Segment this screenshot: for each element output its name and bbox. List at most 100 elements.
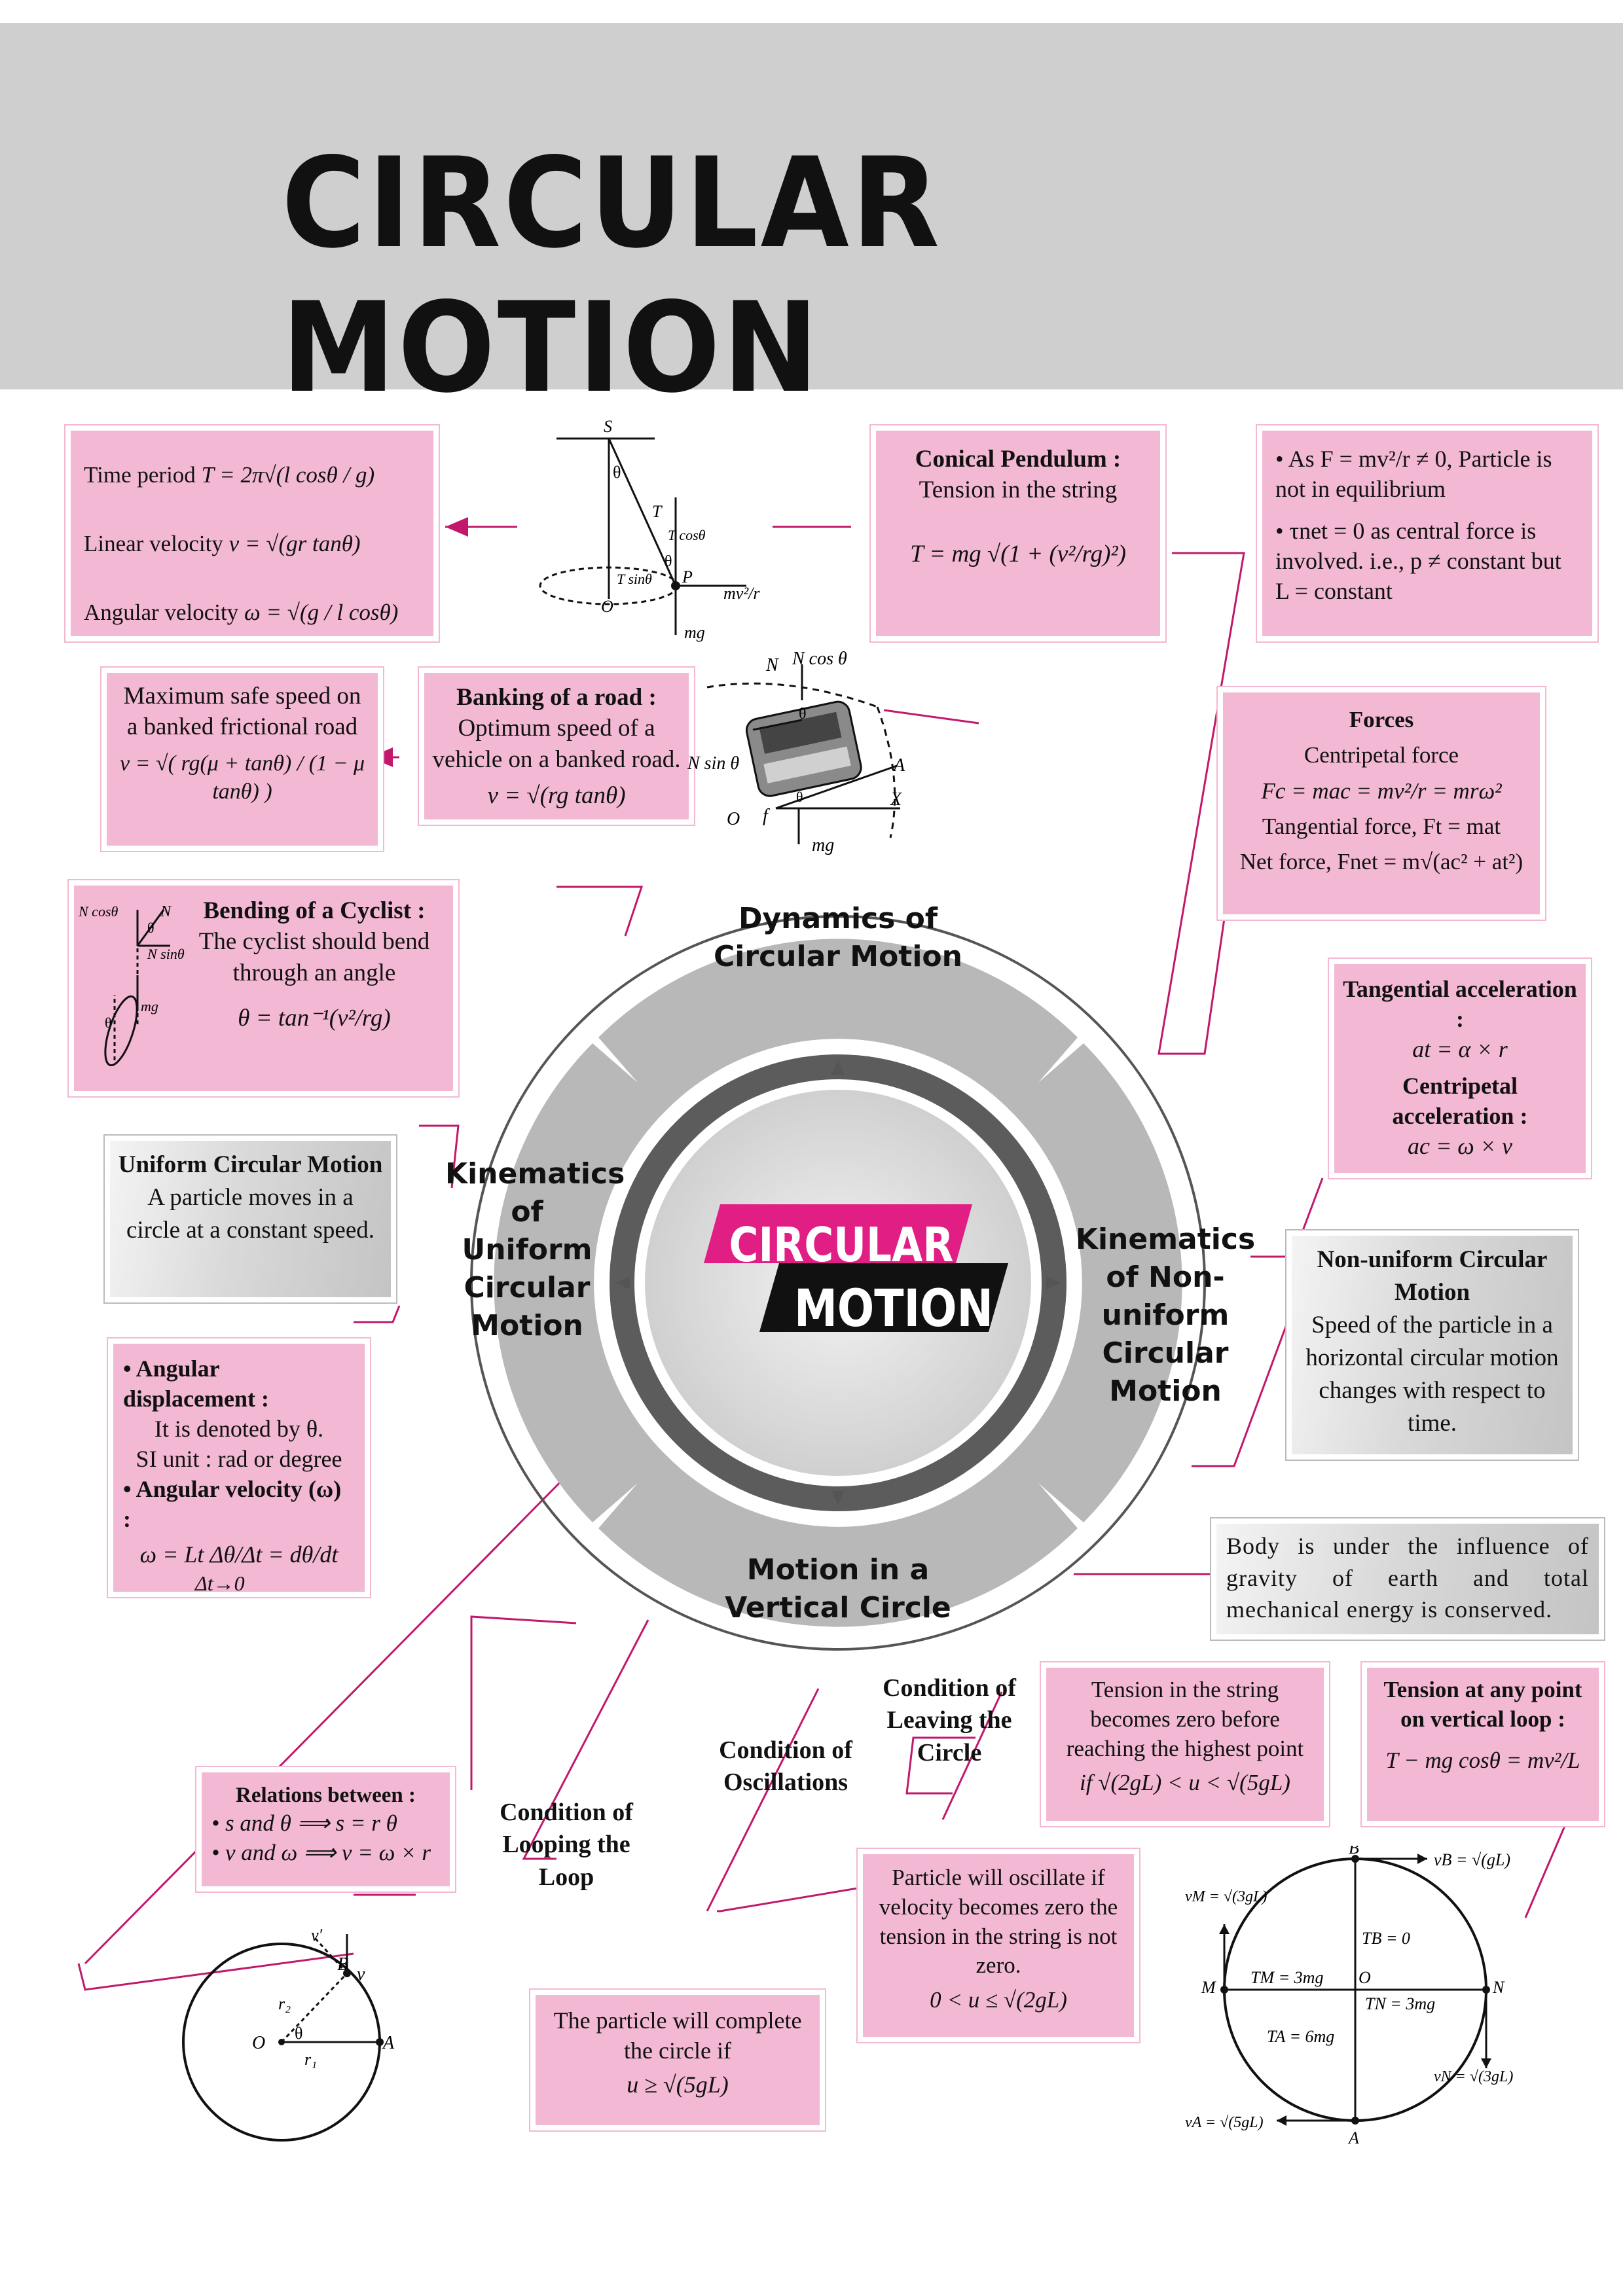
angular-displacement-diagram: v′ B v r₂ O θ A r₁ <box>182 1926 395 2142</box>
relations-line2: • v and ω ⟹ v = ω × r <box>211 1840 431 1866</box>
tension-any-eq: T − mg cosθ = mv²/L <box>1385 1747 1580 1773</box>
segment-top <box>598 939 1078 1113</box>
segment-label-vertical: Motion in a Vertical Circle <box>725 1553 951 1625</box>
segment-label-uniform: Kinematics of Uniform Circular Motion <box>445 1157 625 1343</box>
box-accelerations: Tangential acceleration : at = α × r Cen… <box>1328 958 1592 1179</box>
segment-label-dynamics: Dynamics of Circular Motion <box>714 902 962 974</box>
car-label-N: N <box>765 655 779 675</box>
centripetal-eq: ac = ω × v <box>1408 1133 1512 1160</box>
vc-label-A: A <box>1347 2128 1359 2147</box>
car-label-X: X <box>890 789 902 810</box>
angle-label-theta: θ <box>295 2024 302 2043</box>
oscillate-text: Particle will oscillate if velocity beco… <box>879 1865 1118 1979</box>
central-ring-diagram <box>470 915 1206 1651</box>
conical-sub: Tension in the string <box>919 476 1118 504</box>
time-period-label: Time period <box>84 462 196 488</box>
vc-label-TB: TB = 0 <box>1362 1929 1410 1948</box>
vc-label-TN: TN = 3mg <box>1365 1994 1435 2013</box>
forces-title: Forces <box>1349 707 1414 732</box>
label-condition-looping: Condition of Looping the Loop <box>500 1799 633 1891</box>
center-title-line1: CIRCULAR <box>729 1217 954 1272</box>
pendulum-label-mg: mg <box>684 623 705 642</box>
label-condition-oscillations: Condition of Oscillations <box>719 1736 852 1797</box>
angular-displacement-line2: SI unit : rad or degree <box>136 1446 342 1473</box>
forces-centripetal-label: Centripetal force <box>1304 742 1459 768</box>
complete-eq: u ≥ √(5gL) <box>627 2072 729 2098</box>
cyclist-sub: The cyclist should bend through an angle <box>198 928 430 986</box>
vc-label-M: M <box>1201 1978 1216 1997</box>
equilibrium-line2: τnet = 0 as central force is involved. i… <box>1275 518 1561 605</box>
cyclist-diagram: N cosθ N θ N sinθ mg θ <box>78 903 185 1067</box>
vc-label-O: O <box>1359 1968 1371 1987</box>
ucm-title: Uniform Circular Motion <box>118 1151 383 1178</box>
car-label-O: O <box>727 809 740 829</box>
angular-velocity-eq: ω = √(g / l cosθ) <box>244 600 399 625</box>
outer-arc <box>470 915 1206 1651</box>
box-cyclist: Bending of a Cyclist : The cyclist shoul… <box>67 879 460 1098</box>
angle-label-r1: r₁ <box>304 2050 317 2069</box>
segment-left <box>494 1043 668 1522</box>
angular-velocity-label: Angular velocity <box>84 600 239 625</box>
box-tension-any-point: Tension at any point on vertical loop : … <box>1360 1661 1605 1827</box>
box-tension-zero: Tension in the string becomes zero befor… <box>1040 1661 1330 1827</box>
tangential-eq: at = α × r <box>1412 1036 1508 1063</box>
angle-label-v: v <box>357 1964 365 1984</box>
pendulum-label-S: S <box>604 419 612 436</box>
pendulum-label-P: P <box>682 567 693 586</box>
vc-label-TA: TA = 6mg <box>1267 2027 1334 2046</box>
box-non-uniform-circular-motion: Non-uniform Circular Motion Speed of the… <box>1285 1229 1579 1461</box>
box-safe-speed: Maximum safe speed on a banked frictiona… <box>100 666 384 852</box>
pendulum-label-theta: θ <box>613 463 621 482</box>
conical-pendulum-diagram: S θ T T cosθ θ T sinθ O P mv²/r mg <box>539 419 760 642</box>
cyclist-title: Bending of a Cyclist : <box>203 897 426 924</box>
segment-bottom <box>598 1453 1078 1627</box>
cyclist-eq: θ = tan⁻¹(v²/rg) <box>238 1005 391 1032</box>
box-banking: Banking of a road : Optimum speed of a v… <box>418 666 695 826</box>
vc-label-vA: vA = √(5gL) <box>1185 2114 1264 2131</box>
angle-label-v1: v′ <box>311 1926 323 1945</box>
centripetal-title: Centripetal acceleration : <box>1392 1073 1528 1130</box>
linear-velocity-eq: v = √(gr tanθ) <box>228 531 361 556</box>
ucm-text: A particle moves in a circle at a consta… <box>126 1183 375 1244</box>
vertical-circle-diagram: B vB = √(gL) vM = √(3gL) TB = 0 M TM = 3… <box>1185 1846 1513 2147</box>
forces-tangential: Tangential force, Ft = mat <box>1262 813 1501 839</box>
tension-any-title: Tension at any point on vertical loop : <box>1383 1677 1582 1732</box>
arrow-left-1 <box>445 517 468 537</box>
segment-right <box>1008 1043 1182 1522</box>
relations-line1: • s and θ ⟹ s = r θ <box>211 1810 397 1837</box>
center-band-black <box>759 1263 1008 1332</box>
nucm-title: Non-uniform Circular Motion <box>1317 1246 1548 1306</box>
angular-velocity-eq: ω = Lt Δθ/Δt = dθ/dt <box>139 1541 338 1568</box>
angle-label-A: A <box>382 2033 395 2053</box>
page-title: CIRCULAR MOTION <box>282 131 942 420</box>
center-title-line2: MOTION <box>793 1280 994 1338</box>
car-label-Ncos: N cos θ <box>792 649 847 669</box>
conical-title: Conical Pendulum : <box>915 446 1122 473</box>
oscillate-eq: 0 < u ≤ √(2gL) <box>930 1987 1067 2013</box>
nucm-text: Speed of the particle in a horizontal ci… <box>1305 1311 1559 1437</box>
gravity-text: Body is under the influence of gravity o… <box>1226 1533 1589 1623</box>
box-forces: Forces Centripetal force Fc = mac = mv²/… <box>1216 686 1546 921</box>
car-label-f: f <box>763 806 770 826</box>
label-condition-leaving: Condition of Leaving the Circle <box>883 1674 1016 1767</box>
vc-label-TM: TM = 3mg <box>1250 1968 1323 1987</box>
pendulum-label-theta2: θ <box>665 553 672 570</box>
safe-speed-eq: v = √( rg(μ + tanθ) / (1 − μ tanθ) ) <box>119 751 365 804</box>
angular-velocity-title: • Angular velocity (ω) : <box>123 1476 342 1533</box>
banking-eq: v = √(rg tanθ) <box>487 782 626 810</box>
pendulum-label-T: T <box>652 502 663 521</box>
center-band-pink <box>704 1204 972 1263</box>
relations-title: Relations between : <box>236 1784 416 1807</box>
box-gravity: Body is under the influence of gravity o… <box>1210 1517 1605 1641</box>
box-conical-pendulum: Conical Pendulum : Tension in the string… <box>869 424 1167 643</box>
car-label-theta: θ <box>799 706 807 723</box>
car-label-theta2: θ <box>796 789 803 805</box>
safe-speed-text: Maximum safe speed on a banked frictiona… <box>123 683 361 741</box>
car-label-A: A <box>892 755 905 776</box>
banking-title: Banking of a road : <box>456 684 657 711</box>
banked-car-diagram: N N cos θ θ N sin θ A O f X mg θ <box>687 649 905 855</box>
time-period-eq: T = 2π√(l cosθ / g) <box>201 462 375 488</box>
tension-zero-text: Tension in the string becomes zero befor… <box>1066 1677 1304 1761</box>
box-equilibrium: • As F = mv²/r ≠ 0, Particle is not in e… <box>1256 424 1599 643</box>
